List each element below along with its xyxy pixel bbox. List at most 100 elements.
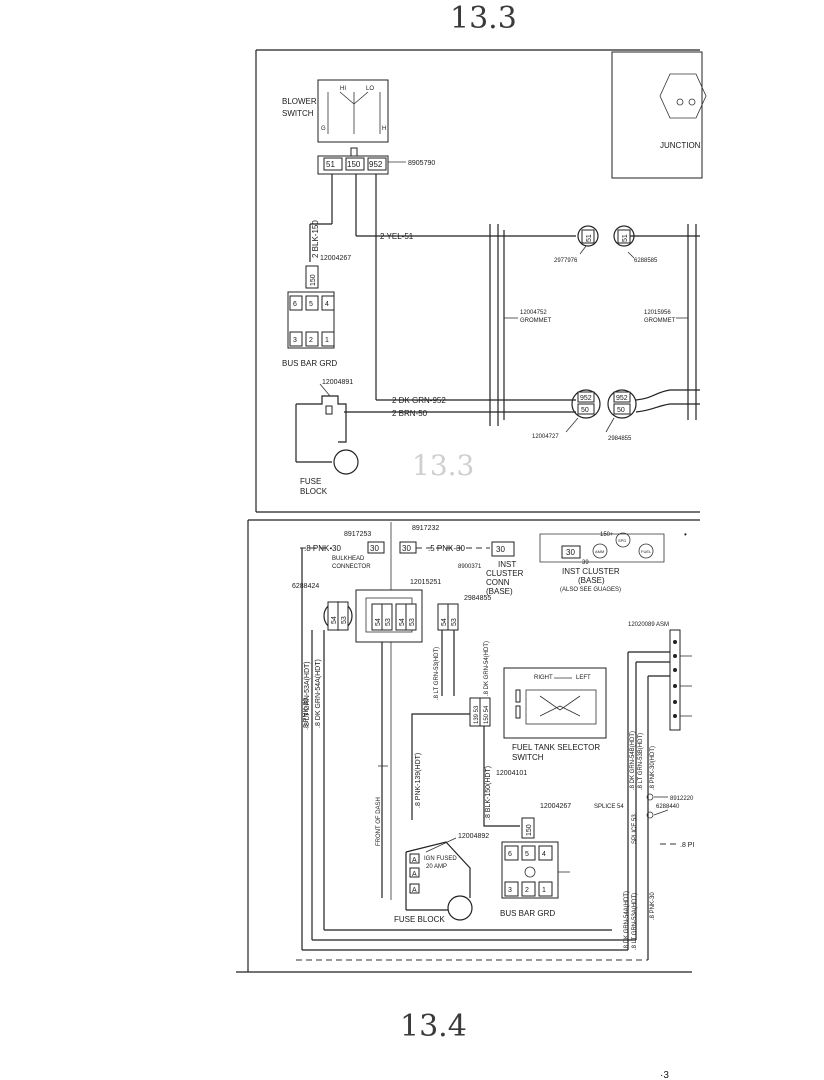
pin-150: 150 (347, 160, 361, 169)
fuse-block-bottom: 12004892 A A A IGN FUSED 20 AMP FUSE BLO… (394, 833, 489, 924)
inst-base-l1: INST CLUSTER (562, 567, 620, 576)
part-2984855-bottom: 2984855 (464, 595, 491, 602)
part-8917232: 8917232 (412, 525, 439, 532)
wire-8-pnk-right: .8 PI (680, 842, 694, 849)
grommet-12004752: 12004752 GROMMET (489, 224, 552, 426)
bus-1-top: 1 (325, 337, 329, 344)
ign-20-amp: 20 AMP (426, 864, 447, 870)
pin-30-bulkhead-2: 30 (402, 544, 411, 553)
panel-13-4: • .8 PNK-30 30 30 .5 PNK-30 8917253 8917… (236, 519, 700, 973)
corner-mark: ·3 (660, 1070, 669, 1080)
wire-8-lt-grn-53-hdt: .8 LT GRN-53(HDT) (434, 647, 440, 700)
pin-54-a: 54 (331, 616, 338, 624)
pin-150-top: 150 (310, 274, 317, 286)
fuse-a-3: A (412, 887, 417, 894)
bus-4-top: 4 (325, 301, 329, 308)
pin-53-b: 53 (385, 618, 392, 626)
wire-8-dk-grn-54a: .8 DK GRN-54A(HDT) (315, 659, 322, 728)
label-39: 39 (582, 560, 589, 566)
watermark-bleed: 13.3 (412, 449, 474, 482)
blower-switch-label-1: BLOWER (282, 97, 317, 106)
pin-53-c: 53 (409, 618, 416, 626)
bus-6-top: 6 (293, 301, 297, 308)
pin-952-a: 952 (580, 395, 592, 402)
label-150-plus: 150+ (600, 532, 614, 538)
splice-53: SPLICE 53 (632, 814, 638, 844)
switch-left: LEFT (576, 675, 591, 681)
part-12004752: 12004752 (520, 310, 547, 316)
inst-conn-l2: CLUSTER (486, 569, 524, 578)
part-12004727: 12004727 (532, 434, 559, 440)
connector-label: CONNECTOR (332, 564, 371, 570)
junction-block: JUNCTION (611, 51, 707, 179)
wire-8-dk-grn-54b: .8 DK GRN-54B(HDT) (630, 731, 636, 790)
pin-51-a: 51 (586, 234, 593, 242)
part-12020089: 12020089 ASM (628, 622, 669, 628)
wire-2-blk-150: 2 BLK-150 (311, 220, 320, 258)
wire-8-pnk-30-left: .8 PNK-30 (304, 544, 341, 553)
connector-12015251: 12015251 54 53 54 53 (355, 579, 441, 643)
fuel-tank-selector-switch: RIGHT LEFT FUEL TANK SELECTOR SWITCH (503, 667, 607, 762)
part-12004267-bottom: 12004267 (540, 803, 571, 810)
blower-switch: BLOWER SWITCH HI LO G H (282, 79, 389, 157)
part-12015956: 12015956 (644, 310, 671, 316)
part-12004892: 12004892 (458, 833, 489, 840)
pin-54-b: 54 (375, 618, 382, 626)
part-8900371: 8900371 (458, 564, 482, 570)
part-2984855-top: 2984855 (608, 436, 632, 442)
part-12015251: 12015251 (410, 579, 441, 586)
bus-2-top: 2 (309, 337, 313, 344)
wire-8-pnk-30-vert: .8 PNK-30 (303, 698, 310, 730)
bus-bar-grd-bottom: 12004267 150 6 5 4 3 2 1 BUS BAR GRD (500, 803, 571, 918)
inst-base-l2: (BASE) (578, 576, 605, 585)
grommet-12015956: 12015956 GROMMET (644, 224, 697, 420)
bus-bar-grd-label-top: BUS BAR GRD (282, 359, 337, 368)
inst-conn-l3: CONN (486, 578, 510, 587)
fuse-block-top: 12004891 FUSE BLOCK (295, 379, 359, 496)
bus-5-bottom: 5 (525, 851, 529, 858)
part-6288424: 6288424 (292, 583, 319, 590)
bus-3-top: 3 (293, 337, 297, 344)
pin-51: 51 (326, 160, 335, 169)
pin-51-b: 51 (622, 234, 629, 242)
part-8912220: 8912220 (670, 796, 694, 802)
panel-13-3: JUNCTION BLOWER SWITCH HI LO G H 51 150 … (255, 49, 707, 513)
connector-2977976: 51 2977976 (554, 225, 599, 264)
grommet-label-2: GROMMET (644, 318, 676, 324)
part-12004891: 12004891 (322, 379, 353, 386)
bulkhead-label: BULKHEAD (332, 556, 365, 562)
part-8917253: 8917253 (344, 531, 371, 538)
pin-150-bottom: 150 (526, 824, 533, 836)
fuse-a-1: A (412, 857, 417, 864)
fuse-a-2: A (412, 871, 417, 878)
bus-bar-grd-top: 6 5 4 3 2 1 BUS BAR GRD (282, 291, 337, 368)
pin-54-c: 54 (399, 618, 406, 626)
pin-53-d: 53 (451, 618, 458, 626)
blower-lo-label: LO (366, 86, 374, 92)
gauge-amm: AMM (595, 549, 604, 554)
part-6288440: 6288440 (656, 804, 680, 810)
part-6288585: 6288585 (634, 258, 658, 264)
connector-2984855-bottom: 54 53 2984855 (437, 595, 491, 631)
bus-bar-grd-label-bottom: BUS BAR GRD (500, 909, 555, 918)
fuse-block-top-label-1: FUSE (300, 477, 321, 486)
pin-30-inst: 30 (496, 545, 505, 554)
wire-8-lt-grn-53b: .8 LT GRN-53B(HDT) (638, 733, 644, 790)
pin-50-a: 50 (581, 407, 589, 414)
wire-8-pnk-139: .8 PNK-139(HDT) (415, 753, 422, 808)
bus-1-bottom: 1 (542, 887, 546, 894)
panel-corner-dot: • (684, 530, 687, 539)
part-2977976: 2977976 (554, 258, 578, 264)
pin-952-b: 952 (616, 395, 628, 402)
connector-12020089-asm: 12020089 ASM (628, 622, 692, 731)
wire-8-dk-grn-54-hdt-low: .8 DK GRN-54A(HDT) (624, 891, 630, 950)
gauge-fuel: FUEL (641, 549, 652, 554)
page-number-top: 13.3 (450, 1, 517, 36)
blower-switch-label-2: SWITCH (282, 109, 314, 118)
bus-2-bottom: 2 (525, 887, 529, 894)
wire-8-lt-grn-53a: .8 LT GRN-53A(HDT) (304, 661, 311, 728)
bus-6-bottom: 6 (508, 851, 512, 858)
grommet-label-1: GROMMET (520, 318, 552, 324)
part-12004101: 12004101 (496, 770, 527, 777)
